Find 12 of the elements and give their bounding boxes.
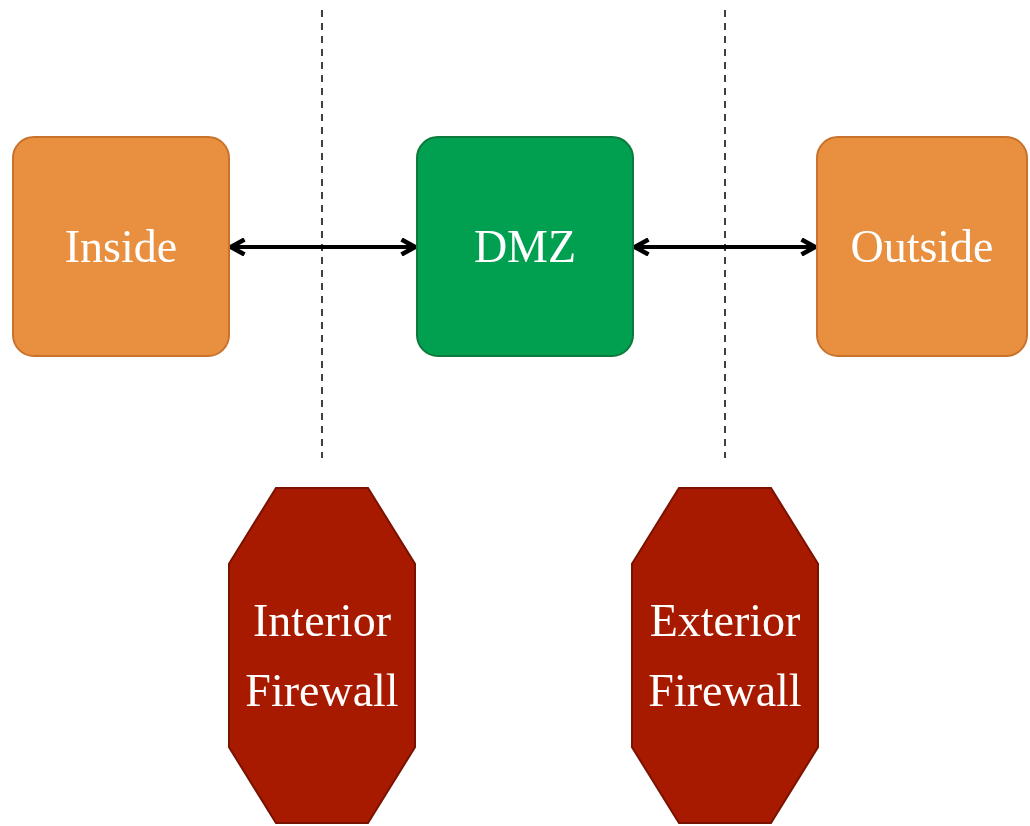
- node-label: Exterior Firewall: [647, 593, 803, 718]
- firewall-octagon: [631, 487, 819, 824]
- arrow: [632, 237, 818, 257]
- node-label: Inside: [63, 219, 179, 274]
- arrow: [228, 237, 418, 257]
- zone-box: [12, 136, 230, 357]
- node-label: Interior Firewall: [244, 593, 400, 718]
- node-label: Outside: [849, 219, 995, 274]
- node-label: DMZ: [472, 219, 578, 274]
- firewall-octagon: [228, 487, 416, 824]
- zone-box: [416, 136, 634, 357]
- zone-box: [816, 136, 1028, 357]
